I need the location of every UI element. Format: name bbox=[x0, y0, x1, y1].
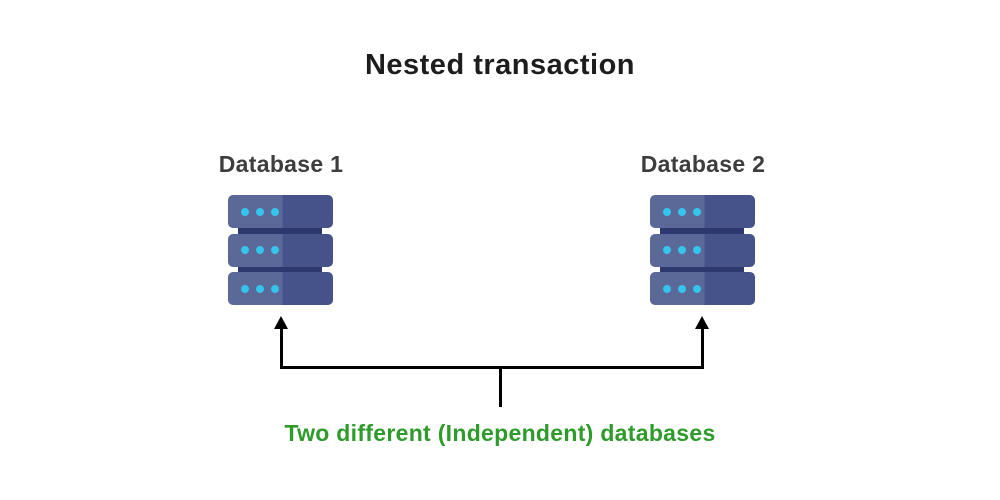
left-up-arrow-icon bbox=[274, 316, 288, 329]
left-arrow-shaft bbox=[280, 328, 283, 368]
database-2-label: Database 2 bbox=[640, 151, 766, 177]
server-rack-unit bbox=[650, 272, 755, 305]
status-dot bbox=[256, 284, 264, 293]
server-rack-unit bbox=[228, 195, 333, 228]
status-dot bbox=[663, 207, 671, 216]
status-dot bbox=[256, 207, 264, 216]
status-dot bbox=[678, 246, 686, 254]
database-1-server-icon bbox=[228, 195, 333, 305]
server-rack-unit bbox=[228, 233, 333, 267]
caption-text: Two different (Independent) databases bbox=[284, 420, 716, 446]
status-dot bbox=[241, 284, 249, 293]
status-dot bbox=[693, 207, 701, 216]
right-arrow-shaft bbox=[701, 328, 704, 368]
server-rack-unit bbox=[650, 233, 755, 267]
server-rack-unit bbox=[650, 195, 755, 228]
status-dot bbox=[241, 246, 249, 254]
bracket-center-stem bbox=[499, 366, 502, 407]
status-dot bbox=[678, 284, 686, 293]
status-dot bbox=[271, 284, 279, 293]
status-dot bbox=[678, 207, 686, 216]
bracket-horizontal-line bbox=[280, 366, 704, 369]
status-dot bbox=[663, 284, 671, 293]
diagram-title: Nested transaction bbox=[364, 49, 636, 81]
status-dot bbox=[256, 246, 264, 254]
status-dot bbox=[271, 246, 279, 254]
status-dot bbox=[663, 246, 671, 254]
status-dot bbox=[693, 246, 701, 254]
status-dot bbox=[693, 284, 701, 293]
status-dot bbox=[241, 207, 249, 216]
database-1-label: Database 1 bbox=[218, 151, 344, 177]
status-dot bbox=[271, 207, 279, 216]
right-up-arrow-icon bbox=[695, 316, 709, 329]
database-2-server-icon bbox=[650, 195, 755, 305]
server-rack-unit bbox=[228, 272, 333, 305]
